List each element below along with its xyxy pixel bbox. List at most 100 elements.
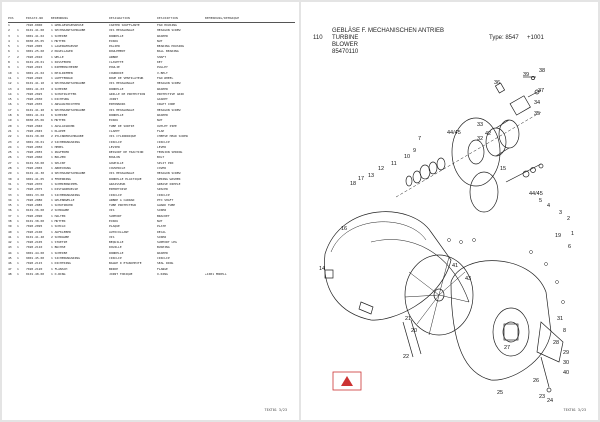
table-cell: CLAPET (109, 128, 120, 133)
table-cell: 1 (17, 128, 19, 133)
table-cell: 36 (8, 208, 12, 213)
table-cell: 27 (8, 160, 12, 165)
table-cell: ARBRE (109, 54, 119, 59)
table-cell: 1 (17, 134, 19, 139)
table-cell: 9001.41.03 (26, 86, 45, 91)
table-cell: 7020.2010 (26, 54, 43, 59)
callout-41: 41 (452, 263, 458, 269)
table-cell: JOINT TORIQUE (109, 271, 133, 276)
table-cell: 29 (8, 171, 12, 176)
table-cell: 1 (17, 192, 19, 197)
table-cell: 1 DICHTUNG (51, 97, 70, 102)
table-cell: 0101.41.30 (26, 171, 45, 176)
table-cell: 2 (8, 28, 10, 33)
left-footer: TEXT01 3/23 (264, 408, 287, 412)
callout-13: 13 (368, 173, 374, 179)
table-cell: 1 SCHMIERNIPPEL (51, 181, 79, 186)
table-cell: 1 (17, 75, 19, 80)
table-cell: 35 (8, 203, 12, 208)
table-cell: 1 (17, 44, 19, 49)
callout-32: 32 (477, 136, 483, 142)
table-cell: BEQUILLE (109, 240, 124, 245)
table-cell: HEXAGON SCREW (157, 28, 181, 33)
col-remark: BEMERKUNG/REMARQUE (205, 16, 240, 20)
table-cell: 1 LAGERGEHAEUSE (51, 44, 79, 49)
table-cell: 47 (8, 266, 12, 271)
col-fr: DESIGNATION (109, 16, 130, 20)
table-cell: COURROIE (109, 70, 124, 75)
table-cell: ECROU (109, 218, 119, 223)
table-cell: 7020.0000 (26, 23, 43, 27)
table-cell: 7020.2120 (26, 266, 43, 271)
table-cell: CHEESE HEAD SCREW (157, 134, 188, 139)
table-cell: WASHER (157, 86, 168, 91)
table-cell: 1 (17, 213, 19, 218)
callout-28: 28 (553, 340, 559, 346)
table-cell: 1 (17, 33, 19, 38)
table-cell: 0101.38.00 (26, 218, 45, 223)
table-cell: 1 FLANSCH (51, 266, 68, 271)
table-cell: 11 (8, 75, 12, 80)
table-cell: O-RING (157, 271, 168, 276)
table-cell: 23 (8, 139, 12, 144)
table-cell: 9001.30.01 (26, 139, 45, 144)
callout-24: 24 (547, 398, 553, 404)
table-cell: 40 (8, 229, 12, 234)
table-cell: 1 KEILRIEMEN (51, 70, 73, 75)
table-cell: SUPPORT LEG (157, 240, 177, 245)
table-cell: WASHER (157, 113, 168, 118)
table-cell: BALL BEARING (157, 49, 179, 54)
table-cell: 1 SCHILD (51, 224, 66, 229)
callout-1: 1 (571, 231, 574, 237)
callout-19: 19 (555, 233, 561, 239)
table-cell: 9001.41.04 (26, 113, 45, 118)
callout-30: 30 (563, 360, 569, 366)
table-cell: 1 (17, 155, 19, 160)
callout-23: 23 (539, 394, 545, 400)
table-cell: VIS HEXAGONALE (109, 171, 135, 176)
table-cell: 0101.41.10 (26, 81, 45, 86)
table-cell: 1 GEBLAESEGEHAEUSE (51, 23, 84, 27)
table-cell: POULIE (109, 65, 120, 70)
callout-7: 7 (418, 136, 421, 142)
table-cell: CIRCLIP (109, 192, 122, 197)
table-cell: DECAL (157, 229, 167, 234)
table-cell: 1 (17, 28, 19, 33)
callout-11: 11 (391, 161, 397, 167)
table-cell: 39 (8, 224, 12, 229)
table-cell: OUTLET PIPE (157, 123, 177, 128)
table-cell: 7020.2045 (26, 128, 43, 133)
table-cell: 0101.41.20 (26, 107, 45, 112)
table-cell: 1 (17, 118, 19, 123)
table-cell: 7 (8, 54, 10, 59)
callout-33: 33 (477, 122, 483, 128)
table-cell: CIRCLIP (157, 192, 170, 197)
callout-10: 10 (404, 154, 410, 160)
table-cell: 1 SCHUTZROHR (51, 203, 73, 208)
callout-29: 29 (563, 350, 569, 356)
table-cell: 0101.41.40 (26, 234, 45, 239)
table-cell: HEXAGON SCREW (157, 171, 181, 176)
table-cell: 7020.2115 (26, 261, 43, 266)
table-cell: 38 (8, 218, 12, 223)
table-cell: 7020.2060 (26, 155, 43, 160)
table-cell: 2 SCHRAUBE (51, 208, 70, 213)
callout-27: 27 (504, 345, 510, 351)
table-cell: PALIER (109, 44, 120, 49)
table-cell: 8030.05.05 (26, 38, 45, 43)
table-cell: 14 (8, 91, 12, 96)
table-cell: GOUPILLE (109, 160, 124, 165)
callout-44-45: 44/45 (447, 130, 461, 136)
table-cell: RONDELLE (109, 250, 124, 255)
